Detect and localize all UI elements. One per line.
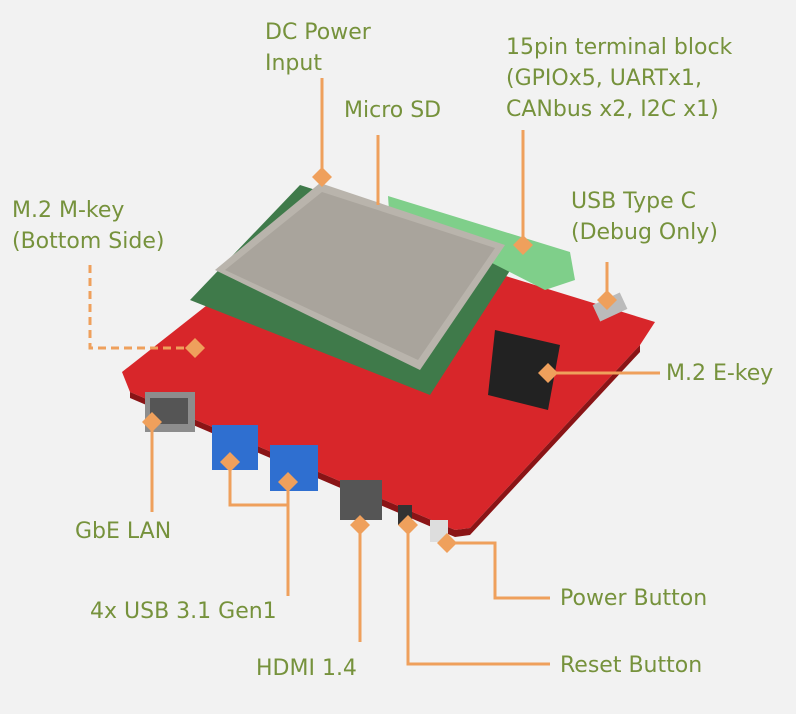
- diamond-marker-icon: [513, 235, 533, 255]
- diamond-markers: [142, 167, 617, 553]
- label-line: CANbus x2, I2C x1): [506, 97, 719, 122]
- leader-usb: [228, 462, 290, 596]
- label-terminal-block: 15pin terminal block (GPIOx5, UARTx1, CA…: [506, 32, 732, 125]
- diamond-marker-icon: [437, 533, 457, 553]
- label-m2-mkey: M.2 M-key (Bottom Side): [12, 195, 164, 257]
- diamond-marker-icon: [597, 290, 617, 310]
- diamond-marker-icon: [538, 363, 558, 383]
- leader-power: [447, 541, 550, 600]
- label-usb31: 4x USB 3.1 Gen1: [90, 599, 277, 624]
- diamond-marker-icon: [142, 412, 162, 432]
- label-line: Input: [265, 51, 322, 76]
- diamond-marker-icon: [398, 515, 418, 535]
- diamond-marker-icon: [185, 338, 205, 358]
- label-m2-ekey: M.2 E-key: [666, 361, 774, 386]
- label-usb-typec: USB Type C (Debug Only): [571, 186, 718, 248]
- label-line: DC Power: [265, 20, 371, 45]
- leader-lines: [88, 78, 660, 666]
- label-hdmi: HDMI 1.4: [256, 656, 357, 681]
- label-dc-power: DC Power Input: [265, 17, 371, 79]
- diamond-marker-icon: [278, 472, 298, 492]
- label-gbe-lan: GbE LAN: [75, 519, 172, 544]
- label-line: 15pin terminal block: [506, 35, 733, 60]
- label-line: USB Type C: [571, 189, 697, 214]
- label-power-button: Power Button: [560, 586, 708, 611]
- label-line: M.2 M-key: [12, 198, 125, 223]
- label-line: (GPIOx5, UARTx1,: [506, 66, 702, 91]
- diamond-marker-icon: [220, 452, 240, 472]
- diamond-marker-icon: [312, 167, 332, 187]
- diamond-marker-icon: [350, 515, 370, 535]
- leader-reset: [406, 525, 550, 666]
- leader-m2-mkey: [88, 265, 195, 350]
- label-micro-sd: Micro SD: [344, 98, 442, 123]
- carrier-board-image: [122, 183, 655, 542]
- label-line: (Bottom Side): [12, 229, 165, 254]
- label-line: (Debug Only): [571, 220, 718, 245]
- label-reset-button: Reset Button: [560, 653, 703, 678]
